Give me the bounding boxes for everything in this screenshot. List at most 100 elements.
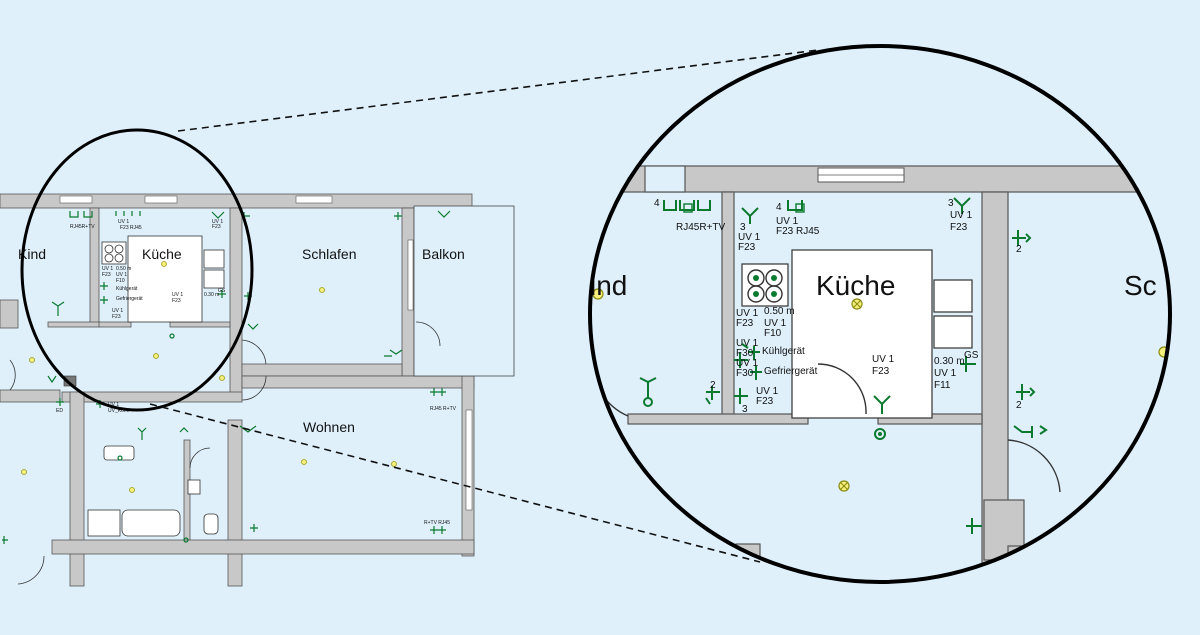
zoom-cooktop-icon — [741, 263, 789, 307]
svg-text:2: 2 — [1016, 400, 1022, 411]
overview-room-wohnen: Wohnen — [303, 419, 355, 435]
zoom-lamp-kind — [592, 288, 604, 300]
svg-text:F23: F23 — [212, 224, 221, 230]
wall-kind-bottom — [47, 321, 101, 328]
wall-schlafen-bottom — [241, 363, 403, 377]
svg-text:UV 1: UV 1 — [212, 219, 223, 225]
svg-text:UV 1: UV 1 — [738, 232, 761, 243]
zoom-kitchen-island — [791, 249, 933, 419]
kitchen-cabinet-b — [203, 269, 225, 289]
svg-text:UV 1: UV 1 — [736, 358, 759, 369]
balkon-window — [407, 239, 414, 311]
distribution-board-icon — [63, 375, 77, 387]
svg-text:Kühlgerät: Kühlgerät — [762, 346, 805, 357]
windows-top — [59, 195, 333, 204]
svg-text:0.30 m: 0.30 m — [934, 356, 965, 367]
svg-text:F23: F23 — [112, 314, 121, 320]
svg-text:F23: F23 — [172, 298, 181, 304]
svg-text:Gefriergerät: Gefriergerät — [116, 296, 143, 302]
svg-text:F30: F30 — [736, 348, 754, 359]
svg-text:RJ45 R+TV: RJ45 R+TV — [430, 406, 457, 412]
svg-text:GS: GS — [964, 350, 979, 361]
svg-text:Kühlgerät: Kühlgerät — [116, 286, 138, 292]
wall-left-a — [0, 299, 19, 329]
svg-text:Gefriergerät: Gefriergerät — [764, 366, 818, 377]
svg-text:F23: F23 — [872, 366, 890, 377]
svg-text:2: 2 — [1016, 244, 1022, 255]
svg-text:UV 1: UV 1 — [172, 292, 183, 298]
svg-text:RJ45R+TV: RJ45R+TV — [676, 222, 726, 233]
zoom-room-schlafen: Sc — [1124, 270, 1157, 301]
svg-text:F23: F23 — [756, 396, 774, 407]
zoom-lens: ind Küche Sc 4 RJ45R+TV 3 UV 1 F23 4 UV … — [588, 44, 1172, 584]
svg-text:F10: F10 — [116, 278, 125, 284]
svg-text:4: 4 — [776, 202, 782, 213]
svg-text:UV 1: UV 1 — [108, 402, 119, 408]
svg-text:UV 1: UV 1 — [756, 386, 779, 397]
svg-text:F23 RJ45: F23 RJ45 — [776, 226, 820, 237]
overview-room-balkon: Balkon — [422, 246, 465, 262]
zoom-lamp-flur — [838, 480, 850, 492]
svg-text:F23: F23 — [738, 242, 756, 253]
zoom-cabinet-b — [933, 315, 973, 349]
svg-text:2: 2 — [710, 380, 716, 391]
wall-bath-right — [227, 419, 243, 587]
wall-bath-top — [61, 391, 243, 403]
shower-tray — [87, 509, 121, 537]
cooktop-icon — [101, 241, 127, 265]
svg-text:GS: GS — [218, 288, 226, 294]
svg-text:UV 1: UV 1 — [736, 338, 759, 349]
overview-room-schlafen: Schlafen — [302, 246, 356, 262]
svg-text:ED: ED — [56, 408, 63, 414]
svg-text:F11: F11 — [934, 380, 951, 391]
svg-text:UV 1: UV 1 — [764, 318, 787, 329]
zoom-electrical-symbols — [639, 197, 1048, 534]
svg-text:3: 3 — [740, 222, 746, 233]
svg-text:UV 1: UV 1 — [116, 272, 127, 278]
wall-kueche-schlafen — [229, 207, 243, 399]
svg-text:UV 1: UV 1 — [736, 308, 759, 319]
svg-text:0.50 m: 0.50 m — [764, 306, 795, 317]
kitchen-cabinet-a — [203, 249, 225, 269]
zoom-plan: ind Küche Sc 4 RJ45R+TV 3 UV 1 F23 4 UV … — [590, 165, 1170, 582]
svg-text:0.30 m: 0.30 m — [204, 292, 219, 298]
svg-text:3: 3 — [948, 198, 954, 209]
wall-wohnen-top — [241, 375, 475, 389]
svg-text:F23 RJ45: F23 RJ45 — [120, 225, 142, 231]
svg-text:F10: F10 — [764, 328, 782, 339]
toilet-b — [203, 513, 219, 535]
svg-text:3: 3 — [742, 404, 748, 415]
overview-doors — [9, 321, 441, 585]
wall-kueche-bottom-b — [169, 321, 231, 328]
zoom-lamp-kueche — [851, 298, 863, 310]
wohnen-window — [465, 409, 473, 511]
svg-text:UV 1: UV 1 — [934, 368, 957, 379]
svg-text:UV 1: UV 1 — [118, 219, 129, 225]
toilet-a — [187, 479, 201, 495]
kitchen-island — [127, 235, 203, 323]
overview-plan: Kind Küche Schlafen Balkon Wohnen RJ45R+… — [0, 128, 515, 587]
svg-text:F23: F23 — [736, 318, 754, 329]
svg-text:F23: F23 — [102, 272, 111, 278]
overview-ceiling-lamp-icons — [21, 261, 397, 493]
svg-text:UV_Kom.: UV_Kom. — [108, 408, 129, 414]
svg-text:UV 1: UV 1 — [112, 308, 123, 314]
washbasin — [103, 445, 135, 461]
svg-text:0.50 m: 0.50 m — [116, 266, 131, 272]
zoom-room-kind: ind — [590, 270, 627, 301]
overview-room-kueche: Küche — [142, 246, 182, 262]
magnifier-connector-lines — [149, 49, 819, 563]
svg-text:RJ45R+TV: RJ45R+TV — [70, 224, 95, 230]
overview-symbol-labels: RJ45R+TV UV 1 F23 RJ45 UV 1 F23 UV 1 F23… — [56, 219, 457, 526]
svg-text:UV 1: UV 1 — [776, 216, 799, 227]
zoom-wall-kind-bottom — [627, 413, 809, 425]
svg-text:4: 4 — [654, 198, 660, 209]
wall-bath-left — [69, 391, 85, 587]
balkon-area — [413, 205, 515, 377]
zoom-room-kueche: Küche — [816, 270, 895, 301]
wall-left-b — [0, 389, 61, 403]
overview-magnifier-ring — [20, 128, 254, 412]
zoom-cabinet-a — [933, 279, 973, 313]
